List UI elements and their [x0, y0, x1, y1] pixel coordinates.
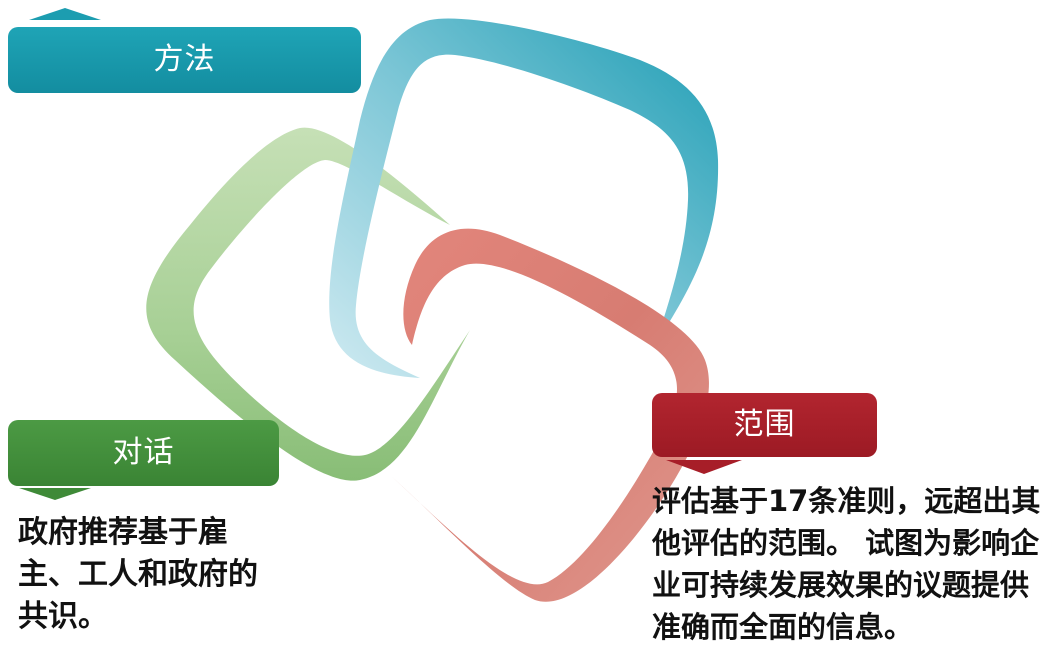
dialogue-description: 政府推荐基于雇主、工人和政府的共识。	[18, 515, 258, 634]
green-loop	[146, 127, 470, 481]
dialogue-pointer-icon	[19, 488, 91, 500]
scope-pointer-icon	[666, 460, 742, 474]
red-loop	[390, 228, 709, 602]
scope-label: 范围	[652, 393, 877, 457]
dialogue-label: 对话	[8, 420, 279, 486]
method-pointer-icon	[29, 8, 101, 20]
scope-description: 评估基于17条准则，远超出其他评估的范围。 试图为影响企业可持续发展效果的议题提…	[652, 484, 1041, 644]
method-label: 方法	[8, 27, 361, 93]
